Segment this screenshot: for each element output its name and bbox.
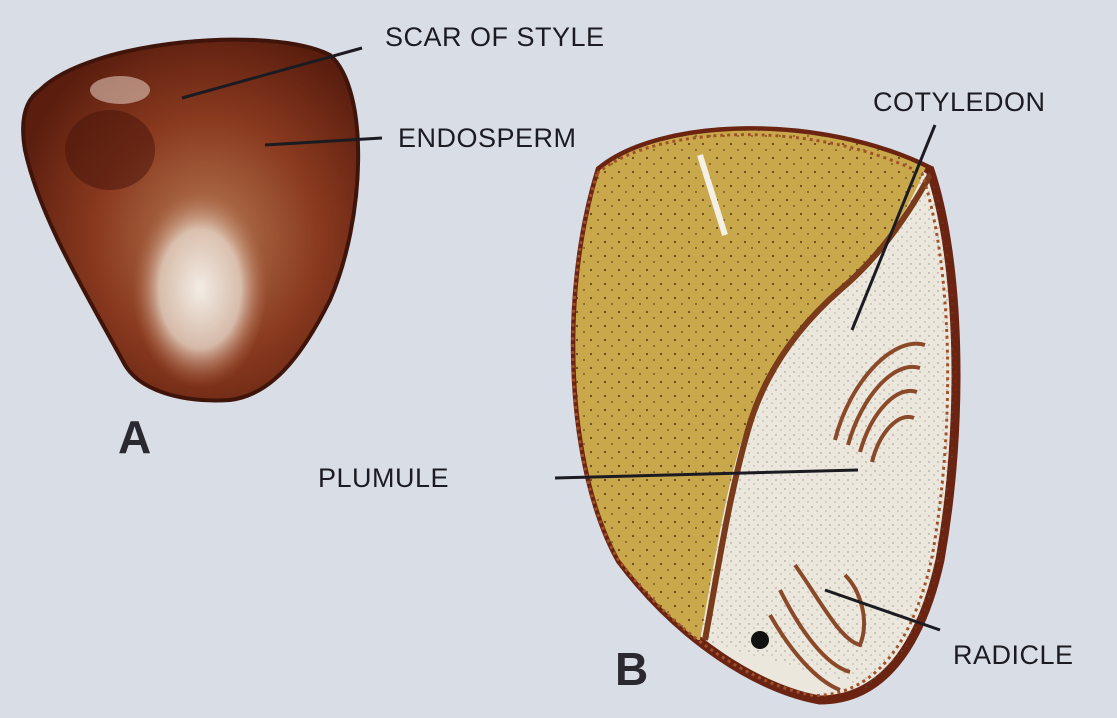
seed-a-dark-patch <box>65 110 155 190</box>
figure-letter-b: B <box>615 642 648 696</box>
seed-b-drawing <box>560 120 980 718</box>
seed-a-highlight <box>90 76 150 104</box>
label-radicle: RADICLE <box>953 640 1074 671</box>
seed-b-dark-spot <box>751 631 769 649</box>
label-plumule: PLUMULE <box>318 463 449 494</box>
label-scar-of-style: SCAR OF STYLE <box>385 22 605 53</box>
label-cotyledon: COTYLEDON <box>873 87 1046 118</box>
label-endosperm: ENDOSPERM <box>398 123 577 154</box>
figure-letter-a: A <box>118 410 151 464</box>
seed-a-drawing <box>23 40 358 401</box>
